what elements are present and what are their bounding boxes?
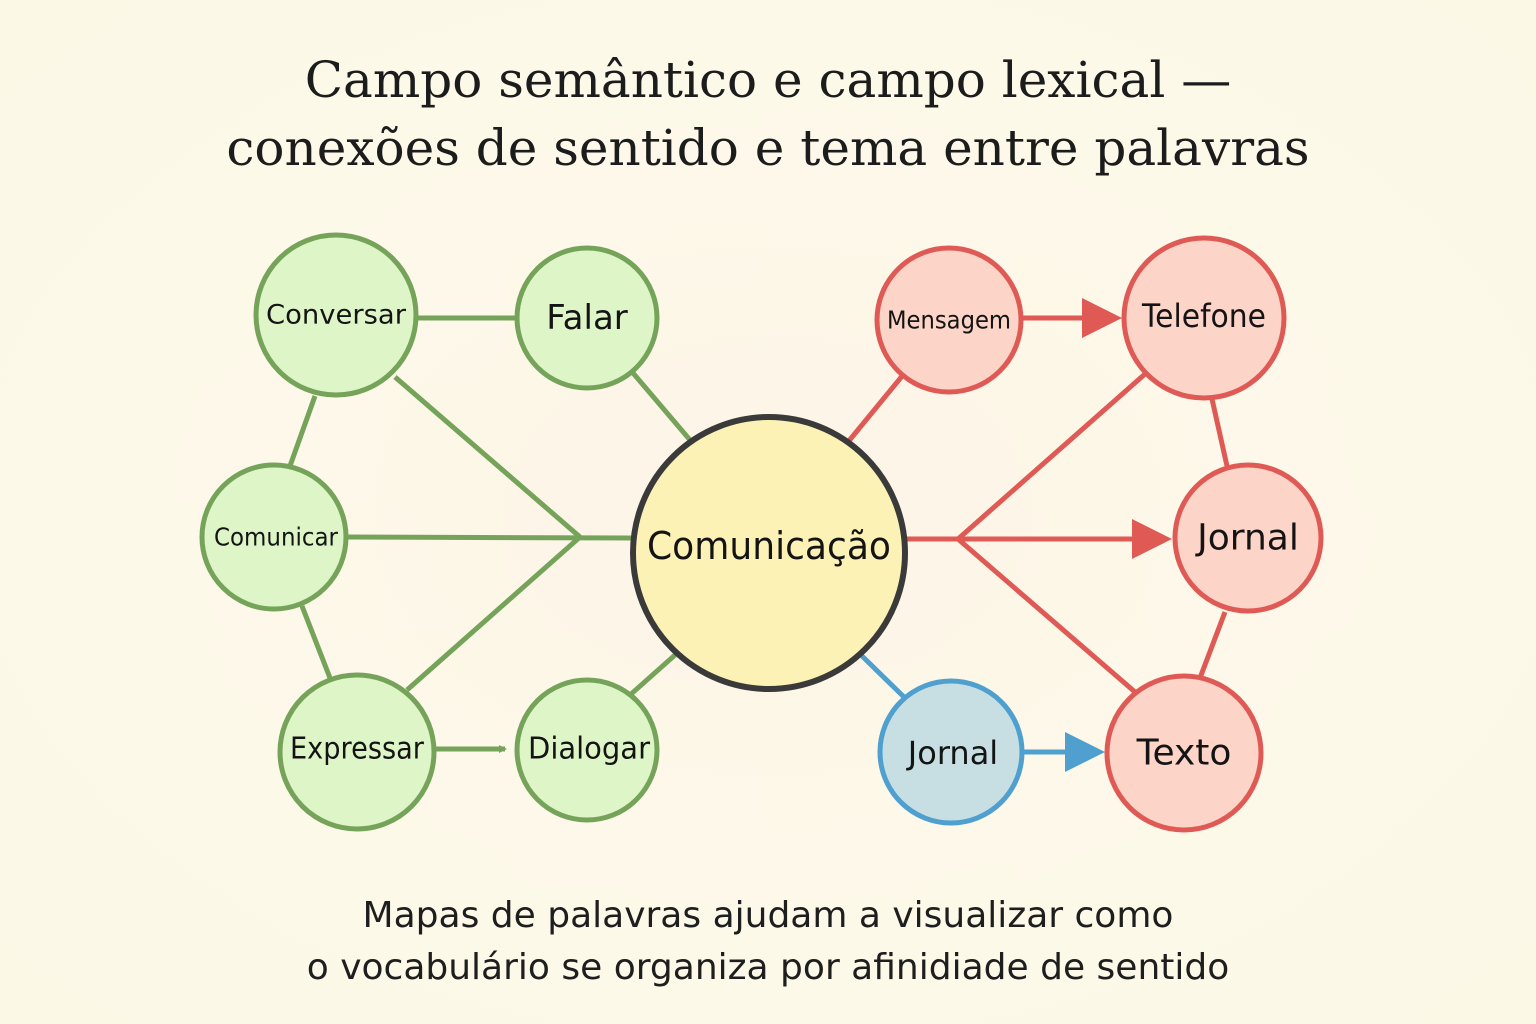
edge-falar-center bbox=[631, 371, 692, 442]
label-comunicar: Comunicar bbox=[214, 523, 339, 552]
label-dialogar: Dialogar bbox=[528, 732, 651, 767]
node-texto[interactable] bbox=[1104, 673, 1264, 833]
node-telefone[interactable] bbox=[1121, 235, 1287, 401]
node-conversar[interactable] bbox=[253, 232, 419, 398]
blue-edges bbox=[860, 654, 1105, 772]
node-expressar[interactable] bbox=[277, 672, 437, 832]
caption: Mapas de palavras ajudam a visualizar co… bbox=[0, 890, 1536, 994]
node-dialogar[interactable] bbox=[514, 677, 660, 823]
caption-line-1: Mapas de palavras ajudam a visualizar co… bbox=[362, 895, 1174, 936]
node-labels: Conversar Falar Comunicar Expressar Dial… bbox=[214, 297, 1299, 774]
edge-comunicar-center bbox=[346, 534, 633, 541]
node-mensagem[interactable] bbox=[874, 245, 1024, 395]
edge-jornal-texto bbox=[1197, 611, 1228, 679]
edge-telefone-jornal bbox=[1209, 398, 1230, 467]
red-edges bbox=[846, 298, 1230, 694]
edge-comunicar-expressar bbox=[299, 605, 333, 679]
node-falar[interactable] bbox=[514, 245, 660, 391]
nodes bbox=[199, 232, 1324, 833]
green-edges bbox=[287, 315, 692, 753]
label-expressar: Expressar bbox=[290, 732, 425, 767]
caption-line-2: o vocabulário se organiza por afinidiade… bbox=[306, 947, 1230, 988]
label-jornal-red: Jornal bbox=[1195, 518, 1299, 559]
edge-center-jornal-blue bbox=[860, 654, 907, 700]
edge-hub-telefone bbox=[956, 372, 1147, 541]
label-telefone: Telefone bbox=[1141, 297, 1266, 335]
node-jornal-blue[interactable] bbox=[877, 678, 1025, 826]
edge-dialogar-center bbox=[628, 653, 677, 697]
label-texto: Texto bbox=[1136, 733, 1232, 774]
edge-expressar-hub bbox=[405, 535, 582, 692]
node-center[interactable] bbox=[630, 414, 908, 692]
edge-hub-texto bbox=[956, 537, 1137, 694]
label-falar: Falar bbox=[546, 298, 628, 338]
title-line-1: Campo semântico e campo lexical — bbox=[304, 51, 1232, 109]
edge-conversar-hub bbox=[393, 375, 582, 539]
label-mensagem: Mensagem bbox=[887, 306, 1011, 335]
node-comunicar[interactable] bbox=[199, 462, 349, 612]
label-jornal-blue: Jornal bbox=[906, 734, 998, 772]
title-line-2: conexões de sentido e tema entre palavra… bbox=[226, 119, 1310, 177]
title: Campo semântico e campo lexical — conexõ… bbox=[0, 46, 1536, 182]
label-conversar: Conversar bbox=[266, 300, 407, 331]
node-jornal-red[interactable] bbox=[1172, 462, 1324, 614]
edge-conversar-comunicar bbox=[287, 395, 318, 467]
label-center: Comunicação bbox=[647, 524, 891, 568]
edge-mensagem-center bbox=[846, 373, 905, 444]
